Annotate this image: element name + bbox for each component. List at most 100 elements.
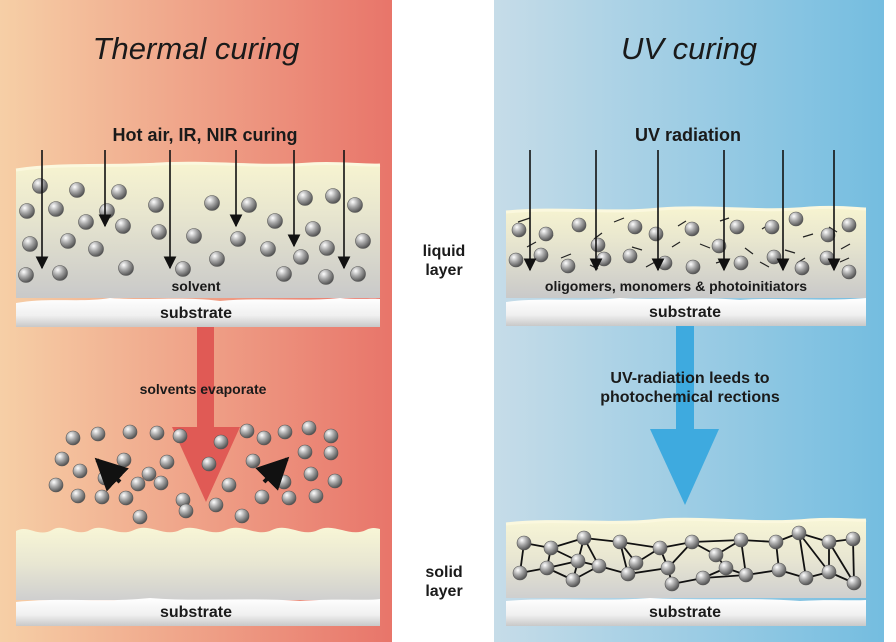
dash bbox=[840, 243, 851, 250]
particle bbox=[254, 489, 270, 505]
particle bbox=[78, 214, 94, 230]
network-bond bbox=[828, 541, 855, 584]
particle bbox=[733, 255, 749, 271]
uv-source-label: UV radiation bbox=[635, 125, 741, 145]
particle bbox=[729, 219, 745, 235]
particle bbox=[277, 424, 293, 440]
particle bbox=[209, 251, 225, 267]
particle bbox=[267, 213, 283, 229]
particle bbox=[204, 195, 220, 211]
particle bbox=[738, 567, 754, 583]
particle bbox=[570, 553, 586, 569]
particle bbox=[48, 201, 64, 217]
particle bbox=[153, 475, 169, 491]
particle bbox=[19, 203, 35, 219]
dash bbox=[784, 249, 796, 254]
particle bbox=[695, 570, 711, 586]
particle bbox=[48, 477, 64, 493]
particle bbox=[130, 476, 146, 492]
particle bbox=[276, 266, 292, 282]
particle bbox=[116, 452, 132, 468]
thermal-substrate-top-label: substrate bbox=[160, 305, 232, 322]
thermal-particles-liquid bbox=[18, 178, 371, 285]
particle bbox=[141, 466, 157, 482]
uv-particles-liquid bbox=[508, 211, 857, 280]
thermal-substrate-top bbox=[16, 298, 380, 327]
particle bbox=[612, 534, 628, 550]
particle bbox=[297, 190, 313, 206]
particle bbox=[685, 259, 701, 275]
particle bbox=[620, 566, 636, 582]
dash bbox=[671, 241, 681, 248]
particle bbox=[60, 233, 76, 249]
particle bbox=[821, 564, 837, 580]
solid-layer-label-line2: layer bbox=[425, 583, 462, 600]
particle bbox=[711, 238, 727, 254]
particle bbox=[319, 240, 335, 256]
particle bbox=[281, 490, 297, 506]
particle bbox=[303, 466, 319, 482]
dash bbox=[744, 247, 754, 255]
particle bbox=[65, 430, 81, 446]
particle bbox=[648, 226, 664, 242]
particle bbox=[627, 219, 643, 235]
particle bbox=[355, 233, 371, 249]
particle bbox=[308, 488, 324, 504]
particle bbox=[538, 226, 554, 242]
particle bbox=[622, 248, 638, 264]
particle bbox=[733, 532, 749, 548]
particle bbox=[771, 562, 787, 578]
uv-substrate-bottom-label: substrate bbox=[649, 604, 721, 621]
particle bbox=[327, 473, 343, 489]
uv-process-label-line2: photochemical rections bbox=[600, 389, 780, 406]
uv-liquid-label: oligomers, monomers & photoinitiators bbox=[545, 278, 807, 294]
particle bbox=[788, 211, 804, 227]
particle bbox=[239, 423, 255, 439]
particle bbox=[323, 428, 339, 444]
particle bbox=[213, 434, 229, 450]
particle bbox=[664, 576, 680, 592]
particle bbox=[590, 237, 606, 253]
particle bbox=[32, 178, 48, 194]
particle bbox=[841, 217, 857, 233]
uv-solid-layer bbox=[505, 517, 867, 598]
network-bond bbox=[691, 539, 742, 543]
particle bbox=[301, 420, 317, 436]
uv-title: UV curing bbox=[621, 31, 757, 66]
thermal-evaporation-arrows bbox=[94, 456, 290, 492]
particle bbox=[657, 255, 673, 271]
liquid-layer-label-line2: layer bbox=[425, 262, 462, 279]
particle bbox=[132, 509, 148, 525]
thermal-solvent-label: solvent bbox=[171, 278, 220, 294]
uv-radiation-arrows bbox=[523, 150, 841, 272]
particle bbox=[70, 488, 86, 504]
particle bbox=[350, 266, 366, 282]
particle bbox=[221, 477, 237, 493]
particle bbox=[22, 236, 38, 252]
particle bbox=[260, 241, 276, 257]
dash bbox=[759, 261, 770, 268]
uv-substrate-bottom bbox=[506, 598, 866, 626]
particle bbox=[628, 555, 644, 571]
liquid-layer-label-line1: liquid bbox=[423, 243, 466, 260]
particle bbox=[652, 540, 668, 556]
particle bbox=[94, 489, 110, 505]
particle bbox=[543, 540, 559, 556]
particle bbox=[88, 241, 104, 257]
particle bbox=[297, 444, 313, 460]
particle bbox=[596, 251, 612, 267]
uv-process-label-line1: UV-radiation leeds to bbox=[610, 370, 769, 387]
particle bbox=[115, 218, 131, 234]
particle bbox=[539, 560, 555, 576]
dash bbox=[613, 217, 625, 223]
particle bbox=[791, 525, 807, 541]
particle bbox=[511, 222, 527, 238]
particle bbox=[149, 425, 165, 441]
particle bbox=[118, 260, 134, 276]
particle bbox=[841, 264, 857, 280]
network-bond bbox=[798, 532, 830, 573]
particle bbox=[72, 463, 88, 479]
particle bbox=[159, 454, 175, 470]
particle bbox=[845, 531, 861, 547]
